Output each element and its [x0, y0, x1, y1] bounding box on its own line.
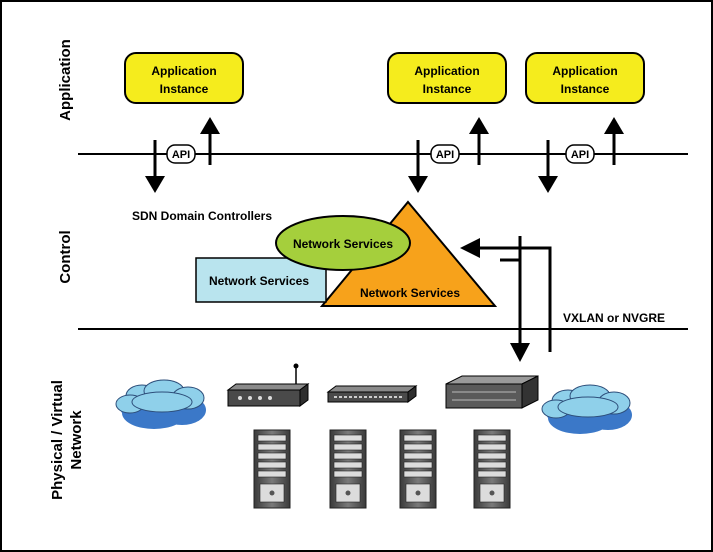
firewall-icon — [445, 375, 539, 409]
network-services-ellipse — [275, 215, 411, 271]
sdn-controllers-label: SDN Domain Controllers — [132, 209, 272, 223]
server-icon — [253, 429, 291, 509]
api-group-3: API — [538, 117, 624, 193]
up-arrow-icon — [604, 117, 624, 165]
app-instance-label-line2: Instance — [561, 82, 610, 96]
api-label: API — [436, 149, 454, 161]
app-instance-label-line1: Application — [151, 64, 216, 78]
api-pill — [565, 144, 595, 164]
app-instance-box — [124, 52, 244, 104]
cloud-icon — [541, 384, 633, 435]
app-instance-box — [387, 52, 507, 104]
network-tier-label-line2: Network — [68, 410, 85, 470]
cloud-icon — [115, 379, 207, 430]
overlay-label: VXLAN or NVGRE — [563, 311, 665, 325]
control-tier-label: Control — [57, 230, 74, 283]
tier-label-application: Application — [57, 39, 74, 121]
api-label: API — [571, 149, 589, 161]
api-group-1: API — [145, 117, 220, 193]
network-tier-label-line1: Physical / Virtual — [49, 380, 66, 500]
router-icon — [226, 363, 310, 407]
switch-icon — [326, 385, 418, 403]
tier-label-control: Control — [57, 230, 74, 283]
up-arrow-icon — [200, 117, 220, 165]
server-icon — [329, 429, 367, 509]
overlay-up-arrow-icon — [460, 238, 552, 352]
app-instance-label-line1: Application — [552, 64, 617, 78]
app-instance-box — [525, 52, 645, 104]
app-instance-label-line2: Instance — [423, 82, 472, 96]
tier-label-network: Physical / Virtual Network — [49, 380, 85, 500]
app-instance-1: Application Instance — [124, 52, 244, 104]
overlay-down-arrow-icon — [500, 236, 530, 362]
network-services-ellipse-label: Network Services — [293, 237, 393, 251]
network-services-triangle-label: Network Services — [360, 286, 460, 300]
api-pill — [430, 144, 460, 164]
api-group-2: API — [408, 117, 489, 193]
server-icon — [399, 429, 437, 509]
application-tier-label: Application — [57, 39, 74, 121]
down-arrow-icon — [408, 140, 428, 193]
app-instance-label-line1: Application — [414, 64, 479, 78]
api-pill — [166, 144, 196, 164]
down-arrow-icon — [538, 140, 558, 193]
app-instance-3: Application Instance — [525, 52, 645, 104]
server-icon — [473, 429, 511, 509]
down-arrow-icon — [145, 140, 165, 193]
api-label: API — [172, 149, 190, 161]
network-services-box-label: Network Services — [209, 274, 309, 288]
app-instance-label-line2: Instance — [160, 82, 209, 96]
app-instance-2: Application Instance — [387, 52, 507, 104]
up-arrow-icon — [469, 117, 489, 165]
